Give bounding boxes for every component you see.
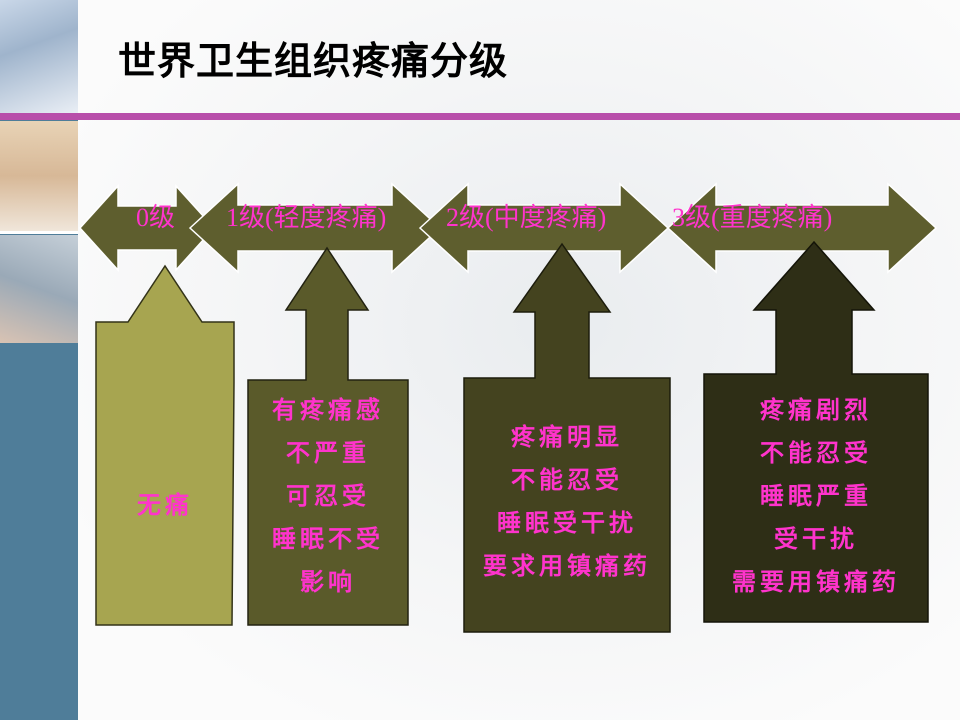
box-1-line: 可忍受 <box>286 481 370 510</box>
nurse-photo <box>0 121 78 231</box>
box-1-callout <box>247 246 409 626</box>
box-2-line: 疼痛明显 <box>511 422 623 451</box>
box-1-line: 影响 <box>300 567 356 596</box>
box-3-line: 睡眠严重 <box>760 481 872 510</box>
box-3-line: 不能忍受 <box>760 438 872 467</box>
blood-pressure-photo <box>0 235 78 343</box>
box-2-line: 要求用镇痛药 <box>483 551 651 580</box>
box-3-line: 需要用镇痛药 <box>732 567 900 596</box>
left-decorative-strip <box>0 0 78 720</box>
box-1-line: 有疼痛感 <box>272 395 384 424</box>
level-2-label: 2级(中度疼痛) <box>446 203 607 232</box>
level-1-label: 1级(轻度疼痛) <box>226 203 387 232</box>
box-3-line: 疼痛剧烈 <box>760 395 872 424</box>
box-1-line: 不严重 <box>286 438 370 467</box>
level-3-arrow <box>666 182 938 274</box>
box-2-line: 不能忍受 <box>511 465 623 494</box>
title-underline <box>0 113 960 120</box>
box-2-callout <box>463 242 671 633</box>
box-0-line: 无痛 <box>137 490 193 519</box>
box-2-line: 睡眠受干扰 <box>497 508 637 537</box>
box-3-text: 疼痛剧烈 不能忍受 睡眠严重 受干扰 需要用镇痛药 <box>704 388 928 603</box>
box-1-text: 有疼痛感 不严重 可忍受 睡眠不受 影响 <box>248 388 408 603</box>
box-0-text: 无痛 <box>96 483 234 526</box>
level-3-label: 3级(重度疼痛) <box>672 203 833 232</box>
box-0-callout <box>95 264 235 626</box>
box-3-line: 受干扰 <box>774 524 858 553</box>
box-2-text: 疼痛明显 不能忍受 睡眠受干扰 要求用镇痛药 <box>458 415 676 587</box>
box-1-line: 睡眠不受 <box>272 524 384 553</box>
doctor-photo <box>0 0 78 113</box>
page-title: 世界卫生组织疼痛分级 <box>118 39 509 83</box>
level-0-label: 0级 <box>136 203 176 232</box>
photo-divider <box>0 231 78 234</box>
box-3-callout <box>703 240 929 623</box>
